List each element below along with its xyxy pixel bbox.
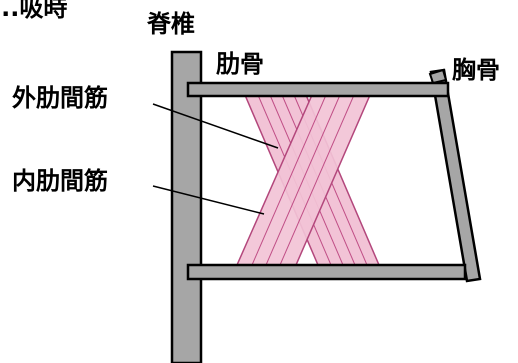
sternum-bar (429, 68, 482, 283)
leader-internal (152, 185, 265, 215)
top-left-fragment-label: ...吸時 (0, 0, 68, 22)
sternum-label: 胸骨 (452, 56, 500, 84)
upper-rib (186, 81, 450, 98)
internal-intercostal-label: 内肋間筋 (12, 167, 108, 195)
lower-rib (186, 263, 467, 281)
leader-external (152, 103, 279, 149)
external-intercostal-label: 外肋間筋 (12, 84, 108, 112)
sternum-tip (428, 68, 448, 85)
spine-bar (170, 50, 203, 363)
rib-label: 肋骨 (216, 50, 264, 78)
spine-label: 脊椎 (147, 10, 195, 38)
